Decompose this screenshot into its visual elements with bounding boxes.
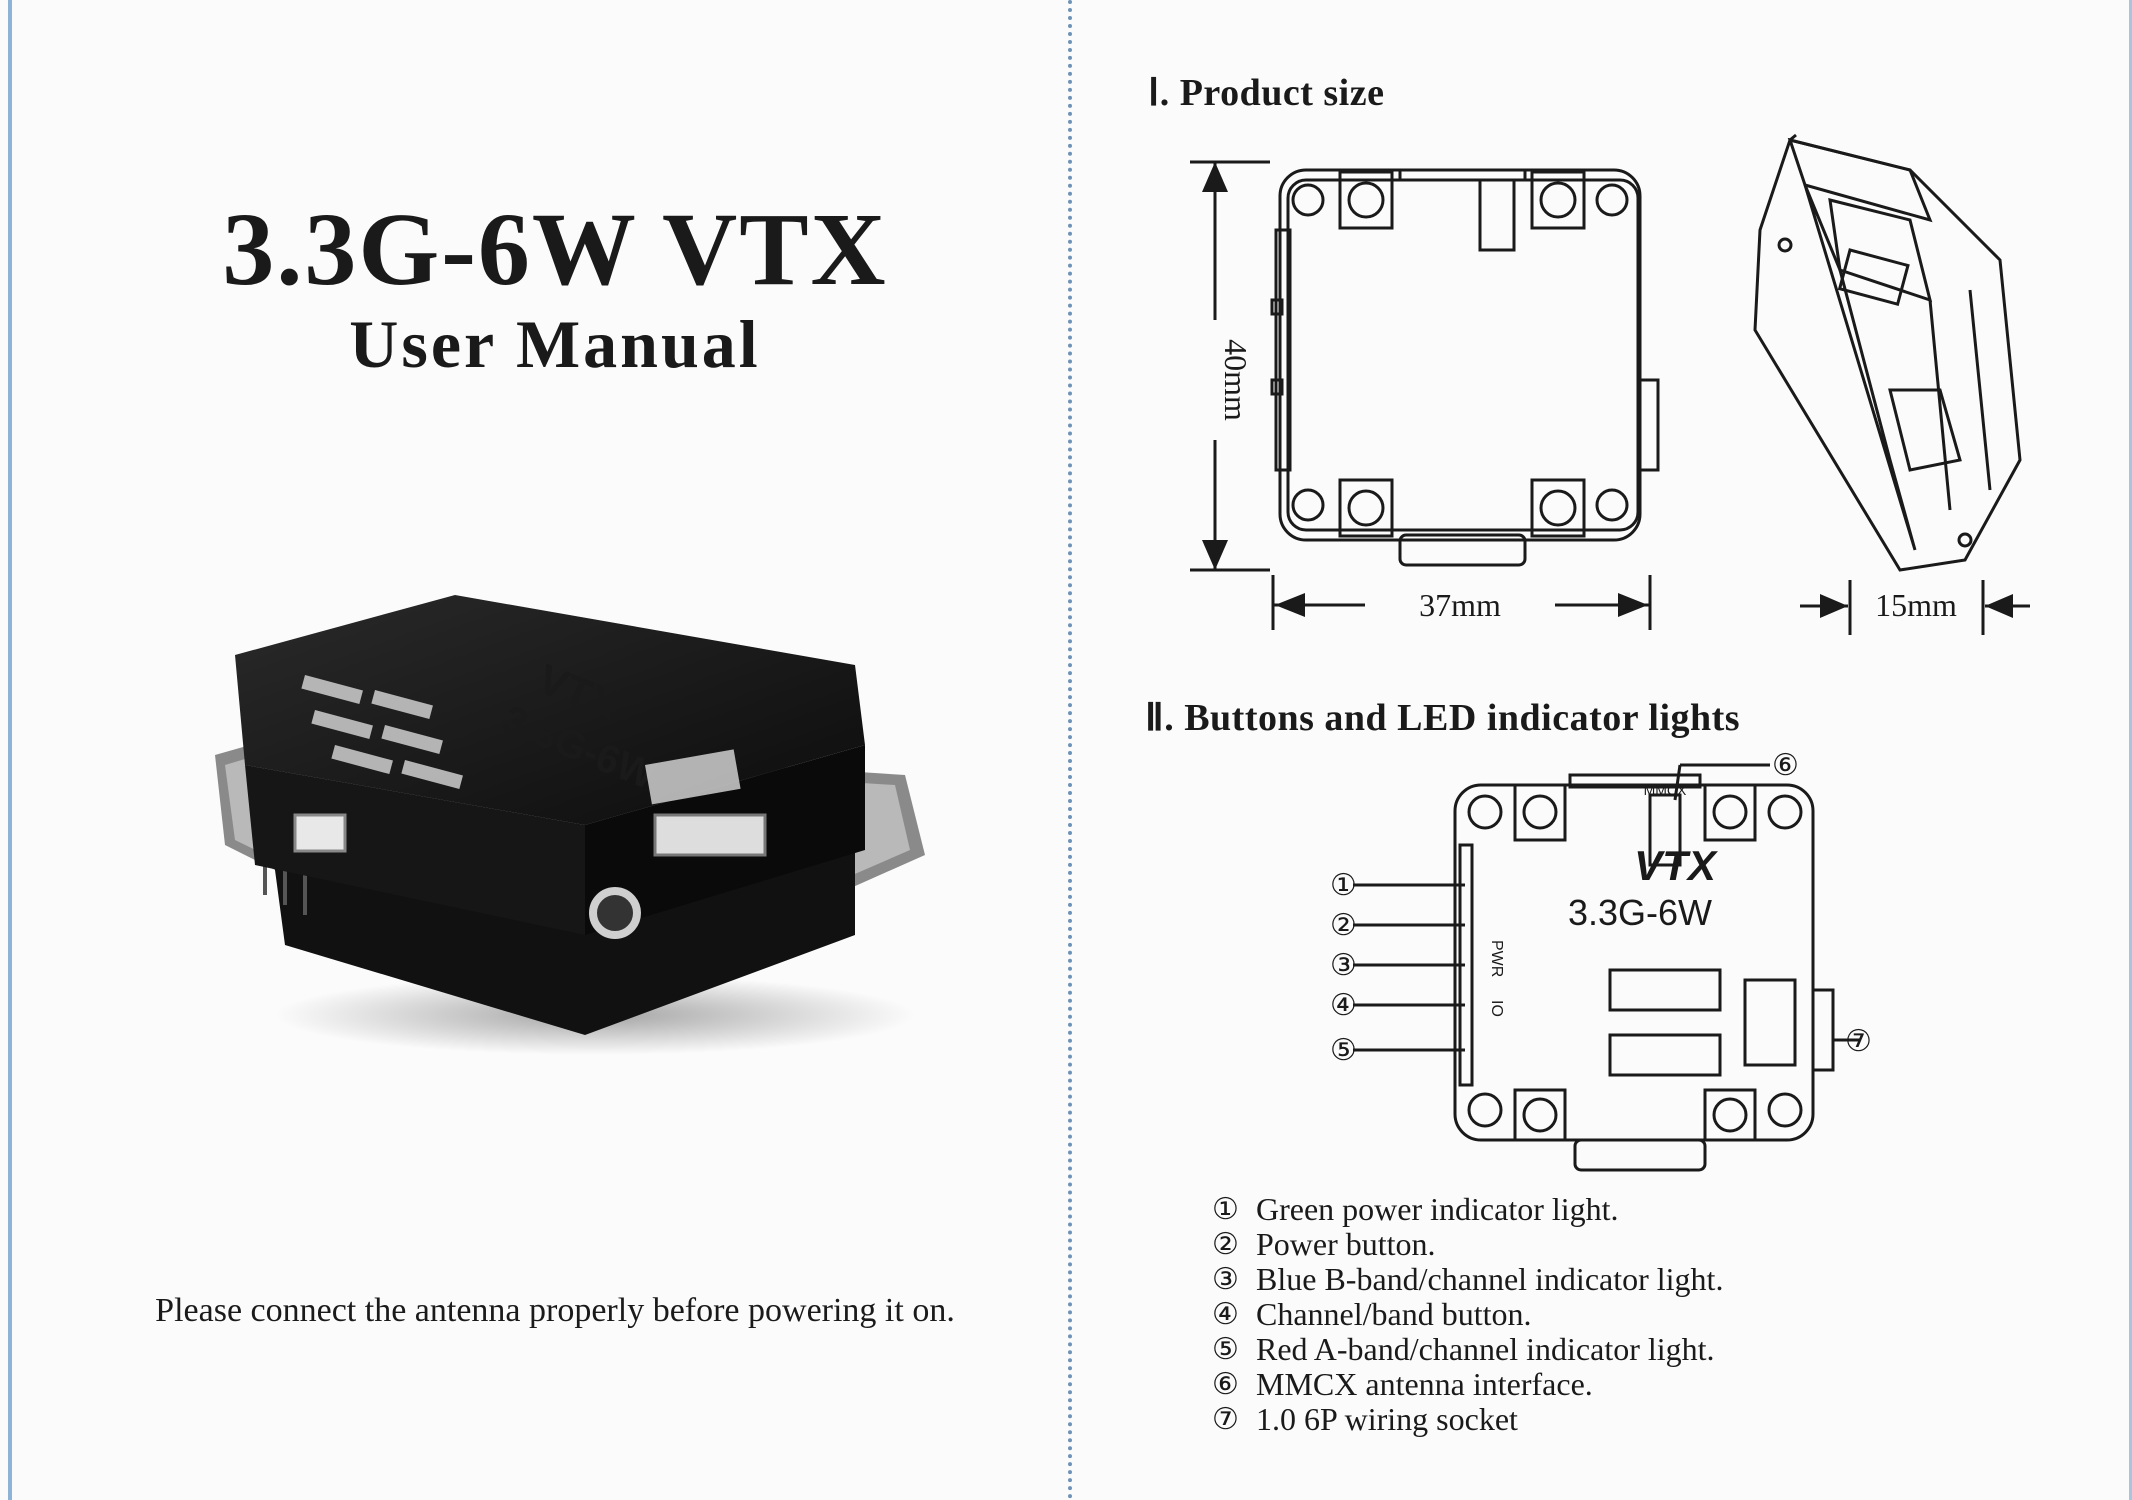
callout-5: ⑤ — [1330, 1034, 1357, 1067]
page-right-border — [2129, 0, 2132, 1500]
diagram-label-model: 3.3G-6W — [1568, 892, 1712, 933]
legend-item: ③ Blue B-band/channel indicator light. — [1212, 1262, 1723, 1297]
dimension-depth: 15mm — [1875, 587, 1957, 623]
callout-1: ① — [1330, 869, 1357, 902]
section-heading-buttons: Ⅱ. Buttons and LED indicator lights — [1145, 697, 1741, 739]
fold-line — [1068, 0, 1072, 1500]
legend-number: ② — [1212, 1228, 1239, 1261]
callout-2: ② — [1330, 909, 1357, 942]
legend-item: ② Power button. — [1212, 1227, 1723, 1262]
diagram-label-io: IO — [1488, 1000, 1505, 1017]
diagram-label-mmcx: MMCX — [1644, 782, 1687, 798]
callout-4: ④ — [1330, 989, 1357, 1022]
legend-list: ① Green power indicator light. ② Power but… — [1212, 1192, 1723, 1437]
legend-text: Power button. — [1256, 1226, 1436, 1262]
callout-3: ③ — [1330, 949, 1357, 982]
legend-number: ⑦ — [1212, 1403, 1239, 1436]
button-led-diagram: VTX 3.3G-6W MMCX PWR IO ① ② ③ ④ ⑤ ⑥ ⑦ — [1330, 749, 1872, 1172]
antenna-notice: Please connect the antenna properly befo… — [155, 1292, 955, 1329]
section-heading-product-size: Ⅰ. Product size — [1148, 72, 1385, 114]
legend-text: Green power indicator light. — [1256, 1191, 1619, 1227]
legend-item: ⑦ 1.0 6P wiring socket — [1212, 1402, 1723, 1437]
dimension-width: 37mm — [1419, 587, 1501, 623]
legend-text: Red A-band/channel indicator light. — [1256, 1331, 1715, 1367]
legend-text: 1.0 6P wiring socket — [1256, 1401, 1518, 1437]
side-view-drawing: 15mm — [1753, 133, 2030, 635]
legend-text: Channel/band button. — [1256, 1296, 1532, 1332]
legend-number: ④ — [1212, 1298, 1239, 1331]
legend-item: ⑤ Red A-band/channel indicator light. — [1212, 1332, 1723, 1367]
manual-title: 3.3G-6W VTX — [222, 192, 888, 307]
legend-item: ① Green power indicator light. — [1212, 1192, 1723, 1227]
legend-item: ⑥ MMCX antenna interface. — [1212, 1367, 1723, 1402]
legend-number: ⑥ — [1212, 1368, 1239, 1401]
legend-text: Blue B-band/channel indicator light. — [1256, 1261, 1724, 1297]
callout-6: ⑥ — [1772, 749, 1799, 782]
manual-subtitle: User Manual — [349, 306, 761, 382]
diagram-label-pwr: PWR — [1488, 940, 1505, 977]
legend-number: ① — [1212, 1193, 1239, 1226]
page-left-border — [8, 0, 12, 1500]
product-photo: VTX 3.3G-6W — [215, 595, 925, 1055]
legend-number: ⑤ — [1212, 1333, 1239, 1366]
front-view-drawing: 40mm 37mm — [1190, 160, 1660, 630]
legend-text: MMCX antenna interface. — [1256, 1366, 1593, 1402]
diagram-label-vtx: VTX — [1634, 842, 1719, 889]
dimension-height: 40mm — [1218, 339, 1254, 421]
callout-7: ⑦ — [1845, 1025, 1872, 1058]
legend-item: ④ Channel/band button. — [1212, 1297, 1723, 1332]
legend-number: ③ — [1212, 1263, 1239, 1296]
